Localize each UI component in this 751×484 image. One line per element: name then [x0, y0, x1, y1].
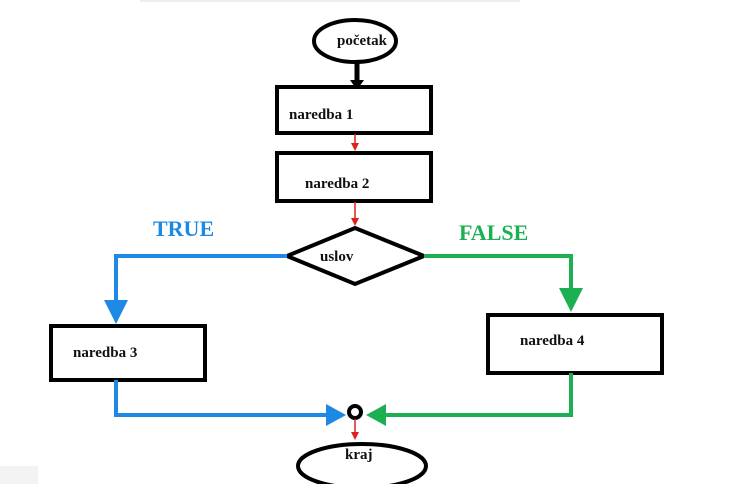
- condition-label: uslov: [320, 249, 354, 265]
- false-merge-connector: [366, 373, 573, 426]
- false-branch-label: FALSE: [459, 220, 528, 245]
- connector-step2-to-condition: [351, 202, 359, 226]
- image-artifact: [0, 466, 38, 484]
- start-label: početak: [337, 33, 388, 49]
- step-3-box: naredba 3: [49, 324, 207, 382]
- step-4-box: naredba 4: [486, 313, 664, 375]
- start-node: početak: [312, 18, 398, 64]
- connector-merge-to-end: [351, 419, 359, 440]
- step-1-label: naredba 1: [289, 107, 353, 123]
- merge-point: [347, 404, 363, 420]
- step-2-label: naredba 2: [305, 176, 369, 192]
- true-branch-connector: [104, 254, 287, 324]
- step-1-box: naredba 1: [275, 85, 433, 135]
- true-branch-label: TRUE: [153, 216, 214, 241]
- step-4-label: naredba 4: [520, 333, 585, 349]
- end-node: kraj: [296, 442, 428, 484]
- condition-diamond: uslov: [281, 225, 430, 287]
- true-merge-connector: [114, 380, 346, 426]
- step-3-label: naredba 3: [73, 345, 137, 361]
- step-2-box: naredba 2: [275, 151, 433, 203]
- end-label: kraj: [345, 447, 373, 463]
- false-branch-connector: [424, 254, 583, 312]
- connector-step1-to-step2: [351, 134, 359, 151]
